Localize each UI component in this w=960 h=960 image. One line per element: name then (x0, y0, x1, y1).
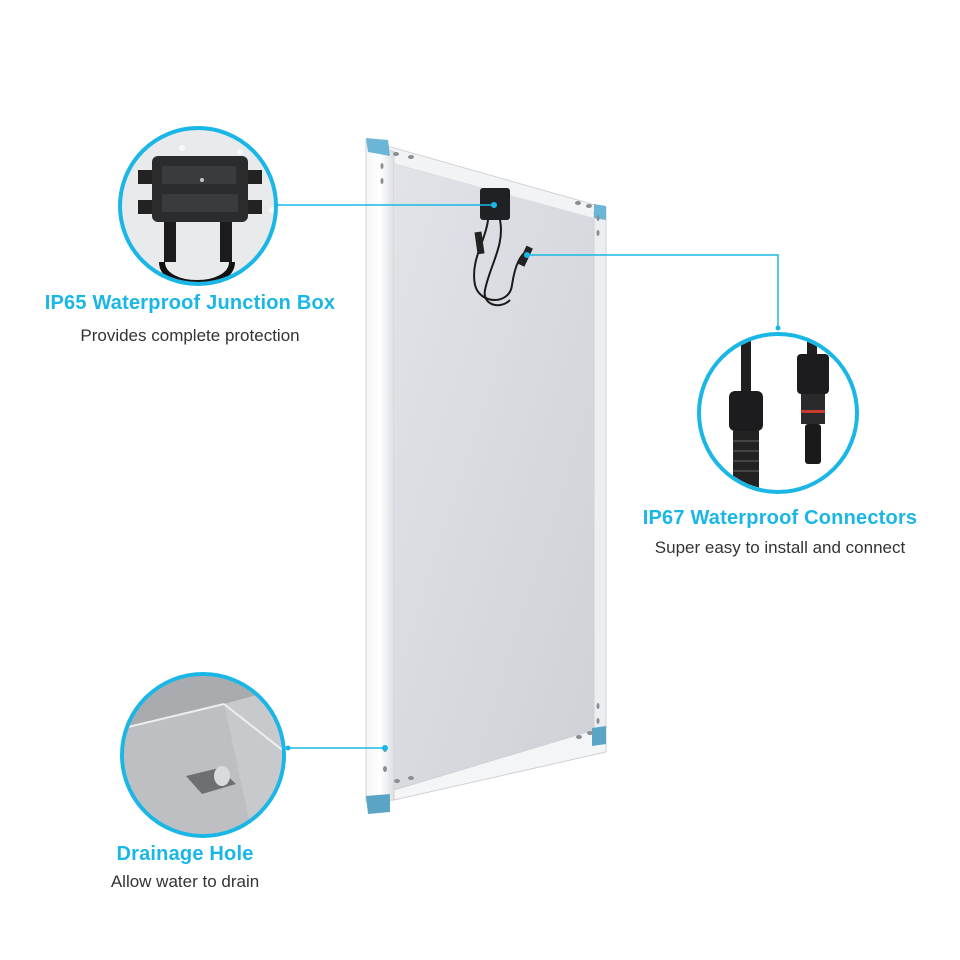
drainage-hole-closeup (120, 672, 286, 838)
junction-box-icon (138, 145, 274, 282)
callout-dot (775, 325, 781, 331)
panel-frame (365, 139, 607, 803)
junction-box-closeup (118, 126, 278, 286)
connectors-callout-line (527, 254, 779, 328)
feature-subtitle-drainage: Allow water to drain (110, 872, 260, 891)
callout-dot (491, 202, 497, 208)
callout-dot (285, 745, 291, 751)
feature-title-drainage: Drainage Hole (116, 843, 254, 865)
callout-dot (524, 252, 530, 258)
frame-holes (380, 152, 600, 783)
feature-title-connectors: IP67 Waterproof Connectors (642, 507, 918, 529)
connectors-closeup (697, 332, 859, 494)
callout-dot (382, 745, 388, 751)
mc4-connectors-icon (729, 336, 829, 490)
feature-subtitle-connectors: Super easy to install and connect (654, 538, 906, 557)
feature-subtitle-junction-box: Provides complete protection (80, 326, 300, 345)
drainage-hole-icon (124, 676, 282, 834)
feature-title-junction-box: IP65 Waterproof Junction Box (44, 292, 336, 314)
